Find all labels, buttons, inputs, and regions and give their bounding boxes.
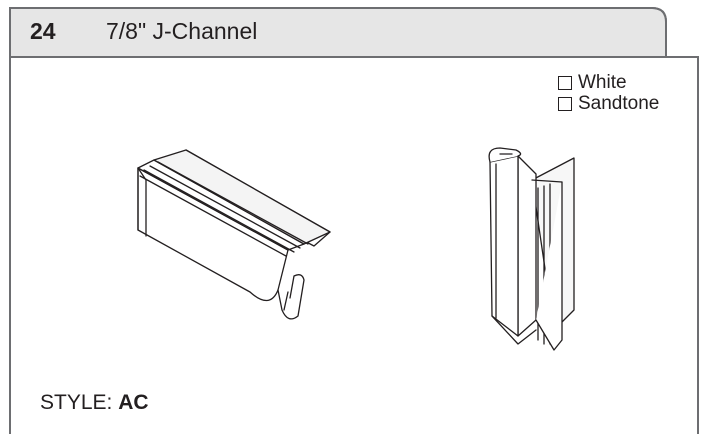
option-label-white: White bbox=[578, 72, 627, 93]
checkbox-white[interactable] bbox=[558, 75, 572, 90]
checkbox-sandtone[interactable] bbox=[558, 96, 572, 111]
j-channel-vertical-illustration bbox=[488, 147, 575, 351]
color-option-sandtone[interactable]: Sandtone bbox=[558, 93, 659, 114]
style-line: STYLE: AC bbox=[40, 391, 149, 415]
body-frame bbox=[10, 56, 699, 434]
product-number: 24 bbox=[30, 18, 56, 44]
option-label-sandtone: Sandtone bbox=[578, 93, 660, 114]
color-options: White Sandtone bbox=[558, 72, 659, 114]
style-label: STYLE: bbox=[40, 391, 113, 414]
j-channel-horizontal-illustration bbox=[137, 149, 331, 320]
color-option-white[interactable]: White bbox=[558, 72, 659, 93]
style-value: AC bbox=[118, 391, 149, 414]
product-title: 7/8" J-Channel bbox=[106, 18, 258, 44]
